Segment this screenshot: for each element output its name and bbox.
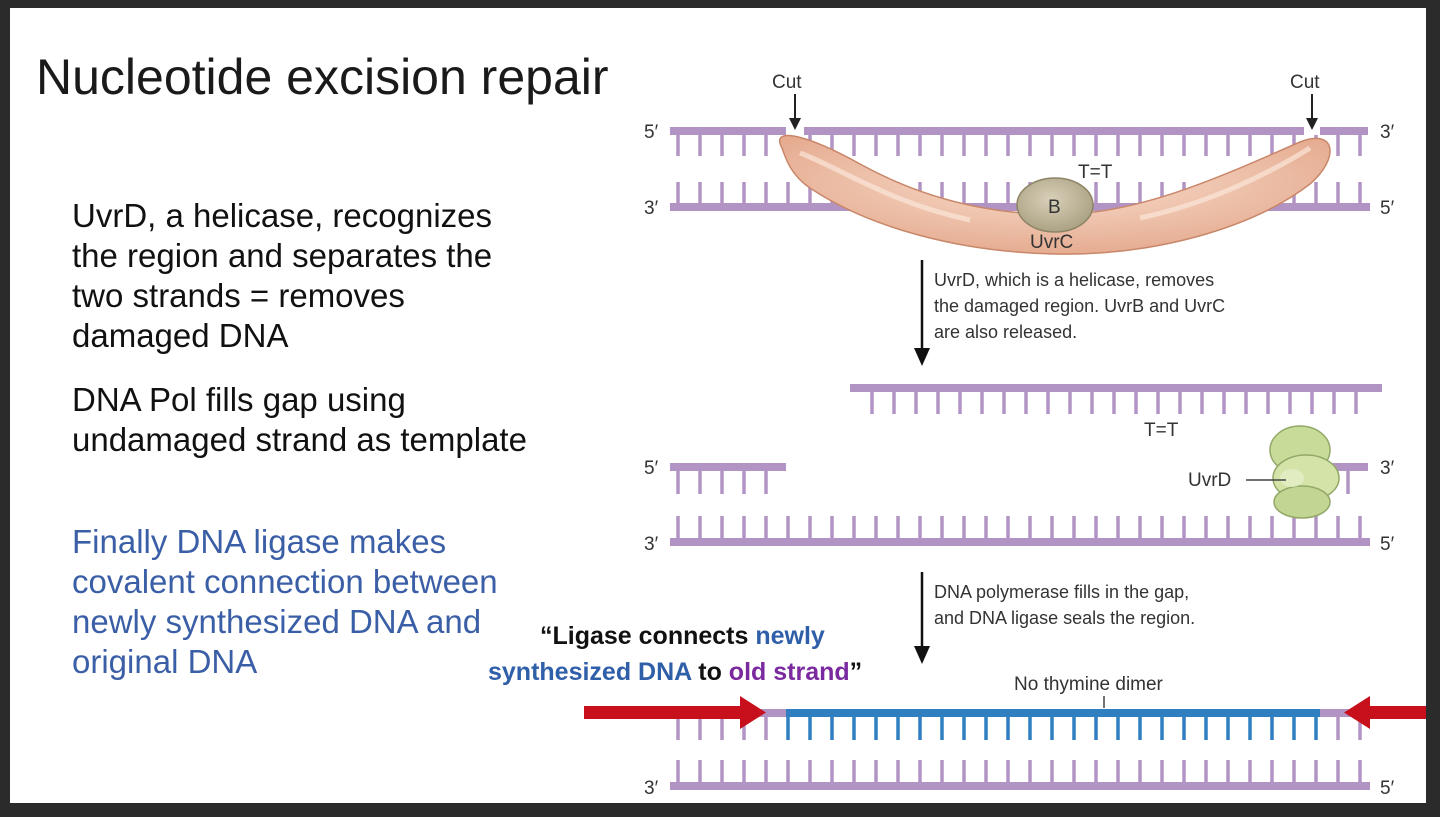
tick-row bbox=[676, 516, 1362, 538]
slide-title: Nucleotide excision repair bbox=[36, 49, 609, 105]
end-5-bottom-right: 5′ bbox=[1380, 198, 1395, 219]
stage-3-repaired-dna: No thymine dimer 3′ 5′ bbox=[584, 674, 1426, 799]
top-strand-left bbox=[670, 127, 786, 135]
cut-arrowhead-left bbox=[789, 118, 801, 130]
ligation-arrow-left-shaft bbox=[584, 706, 744, 719]
ligase-quote-line-2: synthesized DNA to old strand” bbox=[488, 658, 862, 686]
end-3-s2-right: 3′ bbox=[1380, 458, 1395, 479]
uvrb-protein bbox=[1016, 177, 1094, 233]
end-3-s2-bottom-left: 3′ bbox=[644, 534, 659, 555]
old-top-strand-right bbox=[1320, 709, 1368, 717]
top-strand-stub-left bbox=[670, 463, 786, 471]
dimer-label-1: T=T bbox=[1078, 162, 1113, 183]
caption-2-line-1: DNA polymerase fills in the gap, bbox=[934, 582, 1189, 602]
caption-1-line-3: are also released. bbox=[934, 322, 1077, 342]
step-arrowhead-1 bbox=[914, 348, 930, 366]
tick-row bbox=[676, 717, 1362, 740]
uvrd-helicase bbox=[1269, 425, 1340, 519]
end-3-s3-bottom-left: 3′ bbox=[644, 778, 659, 799]
cut-label-right: Cut bbox=[1290, 72, 1320, 93]
tick-row bbox=[676, 760, 1362, 782]
caption-1-line-2: the damaged region. UvrB and UvrC bbox=[934, 296, 1225, 316]
ligation-arrow-right-head bbox=[1344, 696, 1370, 729]
ligase-quote-line-1: “Ligase connects newly bbox=[540, 622, 825, 650]
end-5-s2-bottom-right: 5′ bbox=[1380, 534, 1395, 555]
text-polymerase: DNA Pol fills gap using undamaged strand… bbox=[72, 381, 527, 458]
ligation-arrow-left-head bbox=[740, 696, 766, 729]
uvrabc-enzyme bbox=[779, 134, 1331, 255]
new-dna-strand bbox=[786, 709, 1320, 717]
end-5-s2-left: 5′ bbox=[644, 458, 659, 479]
end-5-top-left: 5′ bbox=[644, 122, 659, 143]
dimer-label-2: T=T bbox=[1144, 420, 1179, 441]
end-3-top-right: 3′ bbox=[1380, 122, 1395, 143]
ligation-arrow-right-shaft bbox=[1368, 706, 1426, 719]
cut-arrowhead-right bbox=[1306, 118, 1318, 130]
top-strand-middle bbox=[804, 127, 1304, 135]
step-arrowhead-2 bbox=[914, 646, 930, 664]
end-5-s3-bottom-right: 5′ bbox=[1380, 778, 1395, 799]
template-strand bbox=[670, 538, 1370, 546]
stage-1-damaged-dna: B UvrC T=T Cut Cut 5′ 3′ 3′ 5′ bbox=[644, 72, 1395, 255]
text-helicase: UvrD, a helicase, recognizes the region … bbox=[72, 197, 493, 354]
tick-row bbox=[870, 392, 1358, 414]
no-dimer-label: No thymine dimer bbox=[1014, 674, 1164, 695]
excised-strand bbox=[850, 384, 1382, 392]
slide: Nucleotide excision repair UvrD, a helic… bbox=[10, 8, 1426, 803]
old-bottom-strand bbox=[670, 782, 1370, 790]
repair-diagram: B UvrC T=T Cut Cut 5′ 3′ 3′ 5′ UvrD, whi… bbox=[488, 72, 1426, 799]
end-3-bottom-left: 3′ bbox=[644, 198, 659, 219]
cut-label-left: Cut bbox=[772, 72, 802, 93]
uvrb-label: B bbox=[1048, 197, 1061, 218]
uvrd-label: UvrD bbox=[1188, 470, 1231, 491]
stage-2-excised-fragment: T=T bbox=[850, 384, 1382, 441]
uvrc-label: UvrC bbox=[1030, 232, 1073, 253]
stage-2-gapped-duplex: UvrD 5′ 3′ 3′ 5′ bbox=[644, 425, 1395, 555]
caption-1-line-1: UvrD, which is a helicase, removes bbox=[934, 270, 1214, 290]
top-strand-stub-right bbox=[1320, 463, 1368, 471]
text-ligase: Finally DNA ligase makes covalent connec… bbox=[72, 523, 498, 680]
tick-row bbox=[676, 471, 768, 494]
top-strand-right bbox=[1320, 127, 1368, 135]
caption-2-line-2: and DNA ligase seals the region. bbox=[934, 608, 1195, 628]
enzyme-highlight bbox=[799, 145, 1312, 223]
